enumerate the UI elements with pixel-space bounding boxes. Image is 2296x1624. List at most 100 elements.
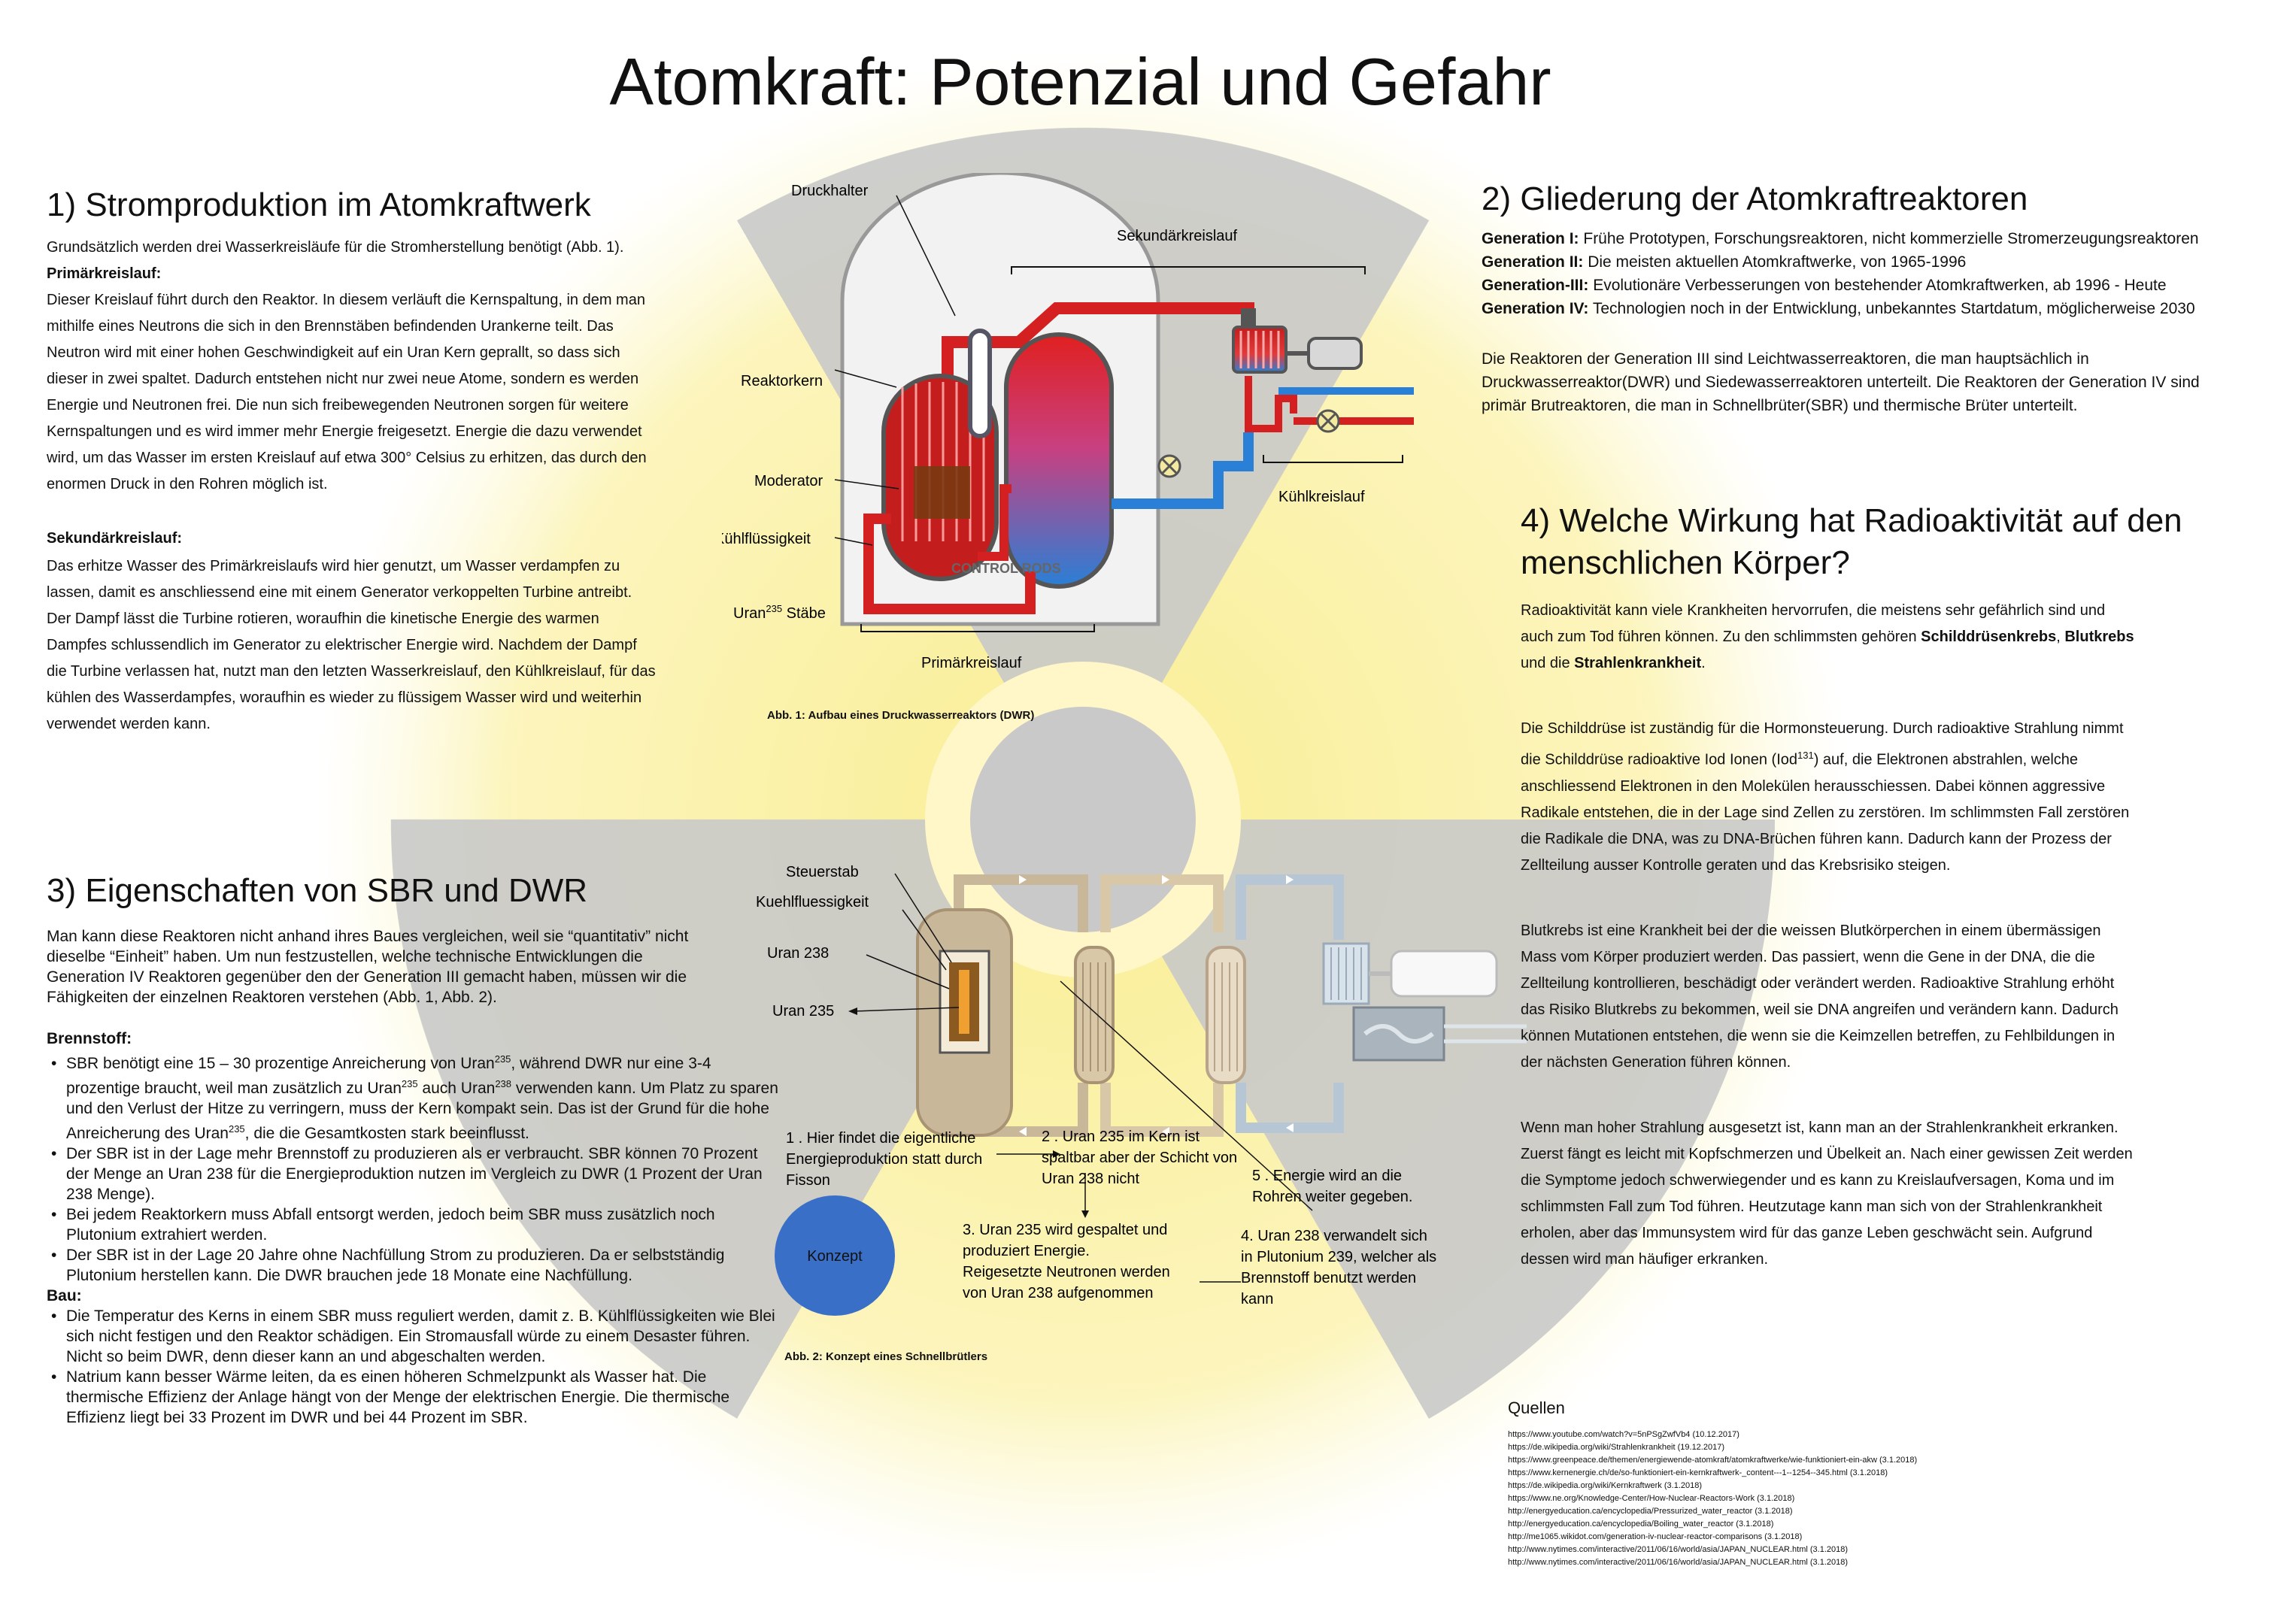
heat-exchanger bbox=[1206, 946, 1246, 1084]
text-line: dessen wird man häufiger erkranken. bbox=[1521, 1250, 1769, 1268]
figure-sbr-concept: Steuerstab Kuehlfluessigkeit Uran 238 Ur… bbox=[756, 864, 1527, 1316]
keyword: Schilddrüsenkrebs bbox=[1921, 629, 2057, 645]
source-link[interactable]: https://www.ne.org/Knowledge-Center/How-… bbox=[1508, 1494, 1795, 1503]
brace-primaer bbox=[860, 624, 1095, 632]
section-heading: 1) Stromproduktion im Atomkraftwerk bbox=[47, 186, 591, 223]
uran235-core bbox=[959, 970, 969, 1034]
step-4: 4. Uran 238 verwandelt sich in Plutonium… bbox=[1241, 1228, 1441, 1307]
text-line: Dampfes schlussendlich im Generator zu e… bbox=[47, 637, 637, 653]
brace-kuehl bbox=[1263, 455, 1403, 463]
primary-pipe bbox=[978, 484, 1012, 561]
source-link[interactable]: http://www.nytimes.com/interactive/2011/… bbox=[1508, 1545, 1849, 1554]
label-moderator: Moderator bbox=[754, 473, 823, 489]
turbine bbox=[1232, 326, 1288, 374]
pump-icon bbox=[1157, 454, 1181, 478]
primary-pipe bbox=[863, 514, 1036, 614]
gen-text: Frühe Prototypen, Forschungsreaktoren, n… bbox=[1579, 230, 2199, 247]
step-2: 2 . Uran 235 im Kern ist spaltbar aber d… bbox=[1042, 1129, 1242, 1187]
text-line: Das erhitze Wasser des Primärkreislaufs … bbox=[47, 558, 620, 574]
step-1: 1 . Hier findet die eigentliche Energiep… bbox=[786, 1130, 987, 1189]
text-line: anschliessend Elektronen in den Moleküle… bbox=[1521, 777, 2106, 795]
generator bbox=[1390, 950, 1498, 998]
concept-label: Konzept bbox=[807, 1248, 863, 1265]
subheading-sekundaer: Sekundärkreislauf: bbox=[47, 530, 183, 547]
section-quellen: Quellen https://www.youtube.com/watch?v=… bbox=[1508, 1398, 2034, 1569]
label-uran238: Uran 238 bbox=[767, 945, 829, 962]
text-line: die Symptome jedoch schwerwiegender und … bbox=[1521, 1171, 2115, 1189]
text-line: lassen, damit es anschliessend eine mit … bbox=[47, 584, 632, 601]
gen-text: Evolutionäre Verbesserungen von bestehen… bbox=[1588, 277, 2167, 294]
brace-sekundaer bbox=[1011, 266, 1366, 274]
text-line: verwendet werden kann. bbox=[47, 716, 211, 732]
tertiary-loop-pipe bbox=[1236, 874, 1344, 940]
text-line: Radioaktivität kann viele Krankheiten he… bbox=[1521, 602, 2106, 619]
source-link[interactable]: http://me1065.wikidot.com/generation-iv-… bbox=[1508, 1532, 1803, 1541]
section-stromproduktion: 1) Stromproduktion im Atomkraftwerk Grun… bbox=[47, 186, 761, 738]
keyword: Blutkrebs bbox=[2064, 629, 2134, 645]
text-line: Radikale entstehen, die in der Lage sind… bbox=[1521, 804, 2130, 821]
source-link[interactable]: https://www.kernenergie.ch/de/so-funktio… bbox=[1508, 1468, 1888, 1477]
source-link[interactable]: http://energyeducation.ca/encyclopedia/B… bbox=[1508, 1519, 1774, 1529]
label-reaktorkern: Reaktorkern bbox=[741, 373, 823, 389]
text-line: kühlen des Wasserdampfes, woraufhin es w… bbox=[47, 689, 642, 706]
text-line: erholen, aber das Immunsystem wird für d… bbox=[1521, 1224, 2093, 1241]
secondary-loop-pipe bbox=[1100, 1083, 1224, 1137]
section-sbr-dwr: 3) Eigenschaften von SBR und DWR Man kan… bbox=[47, 872, 780, 1428]
steam-generator bbox=[1004, 332, 1114, 589]
text-line: Der Dampf lässt die Turbine rotieren, wo… bbox=[47, 611, 599, 627]
text-line: Energie und Neutronen frei. Die nun sich… bbox=[47, 397, 629, 414]
page-title: Atomkraft: Potenzial und Gefahr bbox=[609, 44, 1551, 119]
generator bbox=[1307, 337, 1363, 370]
pressurizer bbox=[968, 329, 992, 438]
source-link[interactable]: https://de.wikipedia.org/wiki/Kernkraftw… bbox=[1508, 1481, 1703, 1490]
text-line: Kernspaltungen und es wird immer mehr En… bbox=[47, 423, 642, 440]
figure-dwr-diagram: CONTROL RODS bbox=[722, 173, 1414, 671]
gen-label: Generation-III: bbox=[1482, 277, 1589, 294]
label-kuehlfluessigkeit: Kuehlfluessigkeit bbox=[756, 894, 869, 910]
pump-icon bbox=[1316, 409, 1340, 433]
subheading-primaer: Primärkreislauf: bbox=[47, 265, 162, 282]
heat-exchanger bbox=[1074, 946, 1115, 1084]
figure-1-caption: Abb. 1: Aufbau eines Druckwasserreaktors… bbox=[767, 709, 1035, 722]
gen-label: Generation I: bbox=[1482, 230, 1579, 247]
label-uran235: Uran 235 bbox=[772, 1003, 834, 1020]
source-link[interactable]: http://energyeducation.ca/encyclopedia/P… bbox=[1508, 1507, 1793, 1516]
text-line: Fähigkeiten der einzelnen Reaktoren vers… bbox=[47, 989, 497, 1006]
section-radioaktivitaet: 4) Welche Wirkung hat Radioaktivität auf… bbox=[1521, 500, 2273, 1273]
step-5: 5 . Energie wird an die Rohren weiter ge… bbox=[1252, 1168, 1412, 1205]
label-steuerstab: Steuerstab bbox=[786, 864, 859, 880]
secondary-loop-pipe bbox=[1100, 874, 1224, 932]
core bbox=[914, 466, 970, 519]
text-line: die Turbine verlassen hat, nutzt man den… bbox=[47, 663, 656, 680]
source-link[interactable]: https://de.wikipedia.org/wiki/Strahlenkr… bbox=[1508, 1443, 1724, 1452]
gen-text: Die meisten aktuellen Atomkraftwerke, vo… bbox=[1583, 253, 1967, 271]
source-link[interactable]: https://www.greenpeace.de/themen/energie… bbox=[1508, 1456, 1918, 1465]
sources-title: Quellen bbox=[1508, 1398, 1565, 1417]
bullet-item: Bei jedem Reaktorkern muss Abfall entsor… bbox=[47, 1204, 780, 1245]
label-sekundaerkreislauf: Sekundärkreislauf bbox=[1117, 228, 1238, 244]
figure-2-caption: Abb. 2: Konzept eines Schnellbrütlers bbox=[784, 1350, 988, 1363]
text-line: Zuerst fängt es leicht mit Kopfschmerzen… bbox=[1521, 1145, 2133, 1162]
source-link[interactable]: https://www.youtube.com/watch?v=5nPSgZwf… bbox=[1508, 1430, 1739, 1439]
flow-arrow-icon bbox=[1019, 875, 1294, 1136]
section-heading-line: 4) Welche Wirkung hat Radioaktivität auf… bbox=[1521, 502, 2182, 539]
text-line: der nächsten Generation führen können. bbox=[1521, 1053, 1791, 1071]
text-line: Zellteilung kontrollieren, beschädigt od… bbox=[1521, 974, 2115, 992]
section-heading-line: menschlichen Körper? bbox=[1521, 544, 1850, 581]
source-link[interactable]: http://www.nytimes.com/interactive/2011/… bbox=[1508, 1558, 1849, 1567]
label-druckhalter: Druckhalter bbox=[791, 183, 869, 199]
section-heading: 2) Gliederung der Atomkraftreaktoren bbox=[1482, 180, 2028, 217]
intro-text: Grundsätzlich werden drei Wasserkreisläu… bbox=[47, 239, 624, 256]
text-line: wird, um das Wasser im ersten Kreislauf … bbox=[47, 450, 647, 466]
label-uran-staebe: Uran235 Stäbe bbox=[733, 603, 826, 622]
label-kuehlkreislauf: Kühlkreislauf bbox=[1278, 489, 1365, 505]
turbine-fins bbox=[1239, 331, 1280, 368]
keyword: Strahlenkrankheit bbox=[1574, 655, 1702, 671]
text-line: dieser in zwei spaltet. Dadurch entstehe… bbox=[47, 371, 639, 387]
text-line: primär Brutreaktoren, die man in Schnell… bbox=[1482, 397, 2078, 414]
text-line: können Mutationen entstehen, die wenn si… bbox=[1521, 1027, 2116, 1044]
bullet-item: Der SBR ist in der Lage 20 Jahre ohne Na… bbox=[47, 1245, 780, 1286]
text-line: Die Schilddrüse ist zuständig für die Ho… bbox=[1521, 720, 2124, 737]
text-line: dieselbe “Einheit” haben. Um nun festzus… bbox=[47, 948, 643, 965]
bullet-item: Natrium kann besser Wärme leiten, da es … bbox=[47, 1367, 780, 1428]
